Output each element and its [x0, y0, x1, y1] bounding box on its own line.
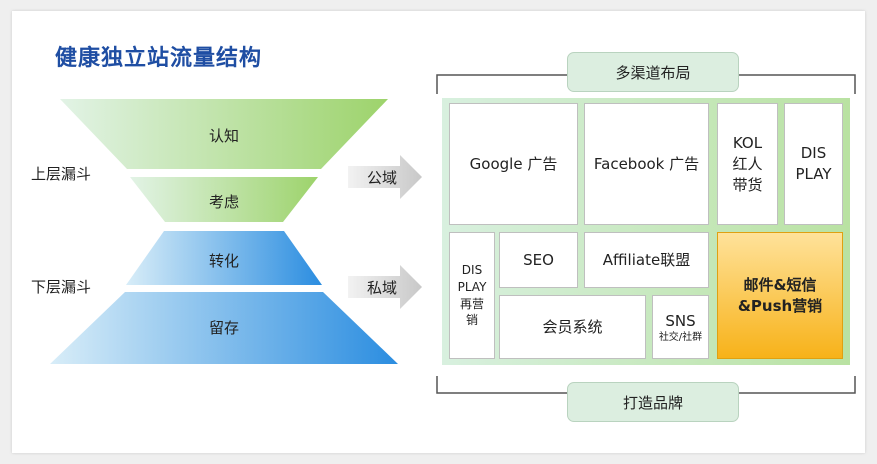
kol-line-3: 带货: [732, 175, 763, 194]
display-line-1: DIS: [800, 144, 827, 162]
lower-funnel-label: 下层漏斗: [31, 278, 92, 296]
top-bracket: [436, 74, 856, 94]
kol-line-2: 红人: [732, 154, 763, 173]
brand-label: 打造品牌: [622, 393, 683, 412]
affiliate-box: Affiliate联盟: [584, 232, 709, 288]
google-ads-label: Google 广告: [469, 154, 558, 173]
display-remarketing-line-1: DIS: [461, 262, 483, 277]
email-sms-line-1: 邮件&短信: [743, 275, 817, 294]
bottom-bracket: [436, 376, 856, 394]
display-remarketing-box: DIS PLAY 再营 销: [449, 232, 495, 359]
multichannel-pill: 多渠道布局: [567, 52, 739, 92]
kol-box: KOL 红人 带货: [717, 103, 778, 225]
stage-retention-label: 留存: [208, 319, 239, 337]
display-box: DIS PLAY: [784, 103, 843, 225]
google-ads-box: Google 广告: [449, 103, 578, 225]
seo-label: SEO: [523, 250, 554, 269]
display-remarketing-line-3: 再营: [459, 296, 484, 311]
display-remarketing-line-2: PLAY: [457, 279, 487, 294]
public-arrow: [348, 155, 422, 199]
display-remarketing-line-4: 销: [465, 313, 478, 328]
sns-sub-label: 社交/社群: [658, 331, 703, 343]
facebook-ads-box: Facebook 广告: [584, 103, 709, 225]
funnel-stage-retention: [50, 292, 398, 364]
private-domain-label: 私域: [367, 279, 398, 297]
facebook-ads-label: Facebook 广告: [593, 154, 700, 173]
email-sms-line-2: &Push营销: [737, 296, 823, 315]
sns-box: SNS 社交/社群: [652, 295, 709, 359]
private-arrow: [348, 265, 422, 309]
kol-line-1: KOL: [732, 133, 763, 152]
upper-funnel-label: 上层漏斗: [31, 165, 92, 183]
affiliate-label: Affiliate联盟: [602, 250, 691, 269]
seo-box: SEO: [499, 232, 578, 288]
membership-label: 会员系统: [542, 317, 603, 336]
membership-box: 会员系统: [499, 295, 646, 359]
funnel-stage-conversion: [126, 231, 322, 285]
stage-conversion-label: 转化: [208, 252, 239, 270]
funnel-stage-awareness: [60, 99, 388, 169]
funnel-stage-consideration: [130, 177, 318, 222]
sns-label: SNS: [665, 311, 696, 330]
page-title: 健康独立站流量结构: [55, 46, 263, 71]
email-sms-push-box: 邮件&短信 &Push营销: [717, 232, 843, 359]
display-line-2: PLAY: [795, 165, 832, 183]
brand-pill: 打造品牌: [567, 382, 739, 422]
multichannel-label: 多渠道布局: [615, 63, 691, 82]
stage-awareness-label: 认知: [208, 127, 239, 145]
stage-consideration-label: 考虑: [208, 193, 239, 211]
public-domain-label: 公域: [367, 169, 398, 187]
